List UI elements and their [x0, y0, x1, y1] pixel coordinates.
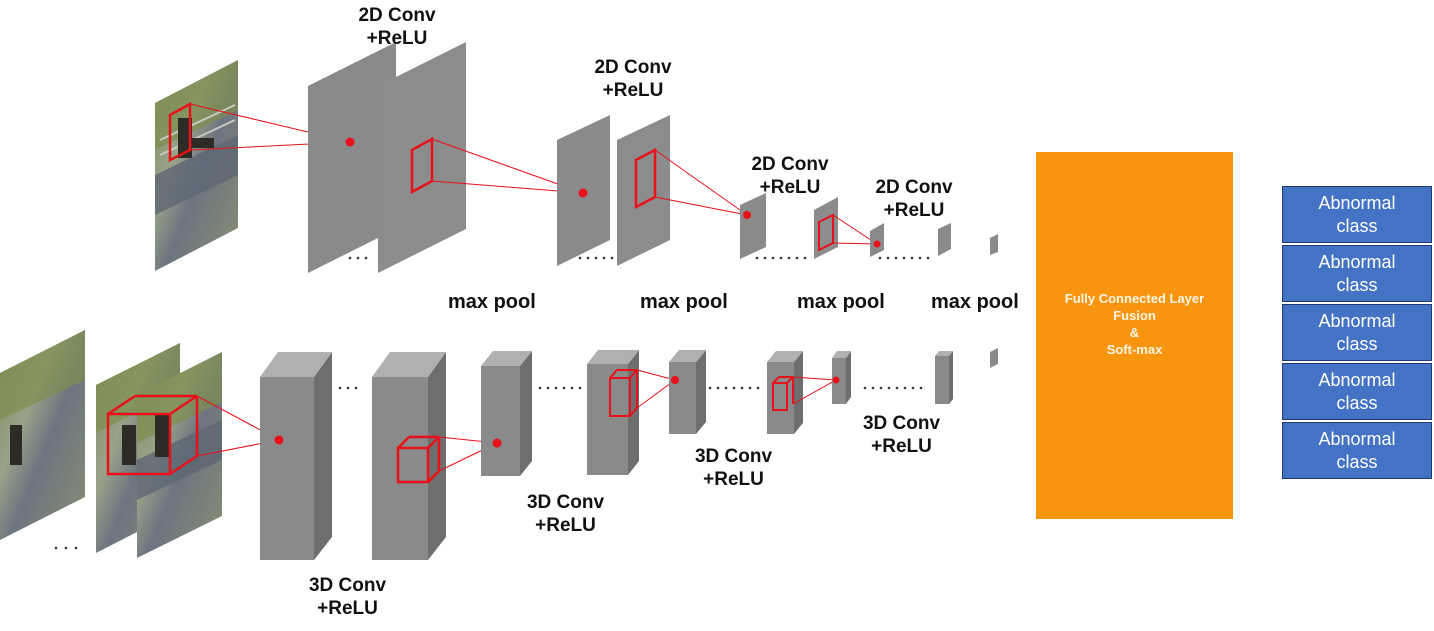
- input-frame-2d: [155, 60, 238, 271]
- dots-separator: [348, 256, 930, 260]
- receptive-field-cube: [106, 394, 199, 476]
- feature-map-2d: [308, 42, 396, 273]
- projection-line: [636, 369, 676, 381]
- feature-map-2d: [814, 197, 838, 259]
- feature-map-2d: [617, 115, 670, 266]
- conv-3d-label: 3D Conv+ReLU: [862, 413, 941, 457]
- activation-point: [873, 240, 881, 248]
- conv-2d-label: 2D Conv+ReLU: [358, 5, 436, 49]
- feature-map-2d: [938, 223, 951, 256]
- feature-map-2d: [740, 193, 766, 259]
- activation-point: [832, 376, 840, 384]
- activation-point: [492, 438, 502, 448]
- conv-3d-label: 3D Conv+ReLU: [694, 446, 773, 490]
- activation-point: [671, 376, 679, 384]
- feature-volume-3d: [935, 351, 953, 404]
- fusion-label: Fully Connected Layer Fusion & Soft-max: [1064, 291, 1205, 357]
- feature-volume-3d: [669, 350, 706, 434]
- feature-map-2d: [990, 234, 998, 255]
- feature-volume-3d: [767, 351, 803, 434]
- max-pool-label: max pool: [640, 291, 728, 313]
- feature-volume-3d: [260, 352, 332, 560]
- max-pool-label: max pool: [448, 291, 536, 313]
- projection-line: [832, 242, 878, 245]
- activation-point: [578, 188, 588, 198]
- feature-volume-3d: [990, 348, 998, 368]
- conv-2d-label: 2D Conv+ReLU: [594, 57, 672, 101]
- projection-line: [792, 376, 837, 381]
- feature-volume-3d: [587, 350, 639, 475]
- dots-separator: [54, 386, 923, 550]
- conv-2d-label: 2D Conv+ReLU: [751, 154, 829, 198]
- conv-3d-label: 3D Conv+ReLU: [526, 492, 605, 536]
- receptive-field-cube: [396, 435, 441, 484]
- conv-3d-label: 3D Conv+ReLU: [308, 575, 387, 619]
- activation-point: [345, 137, 355, 147]
- receptive-field-cube: [772, 376, 794, 411]
- projection-line: [636, 379, 676, 409]
- input-frame-3d: [137, 352, 222, 558]
- receptive-field-cube: [609, 369, 638, 417]
- max-pool-label: max pool: [931, 291, 1019, 313]
- max-pool-label: max pool: [797, 291, 885, 313]
- projection-line: [654, 196, 748, 216]
- feature-map-2d: [870, 223, 884, 257]
- projection-line: [832, 214, 878, 245]
- projection-line: [792, 379, 837, 405]
- projection-line: [654, 149, 748, 216]
- feature-volume-3d: [372, 352, 446, 560]
- input-frame-3d: [0, 330, 85, 540]
- feature-volume-3d: [481, 351, 532, 476]
- activation-point: [743, 211, 751, 219]
- feature-map-2d: [378, 42, 466, 273]
- activation-point: [274, 435, 284, 445]
- fusion-softmax-block: Fully Connected Layer Fusion & Soft-max: [1036, 152, 1233, 519]
- conv-2d-label: 2D Conv+ReLU: [875, 177, 953, 221]
